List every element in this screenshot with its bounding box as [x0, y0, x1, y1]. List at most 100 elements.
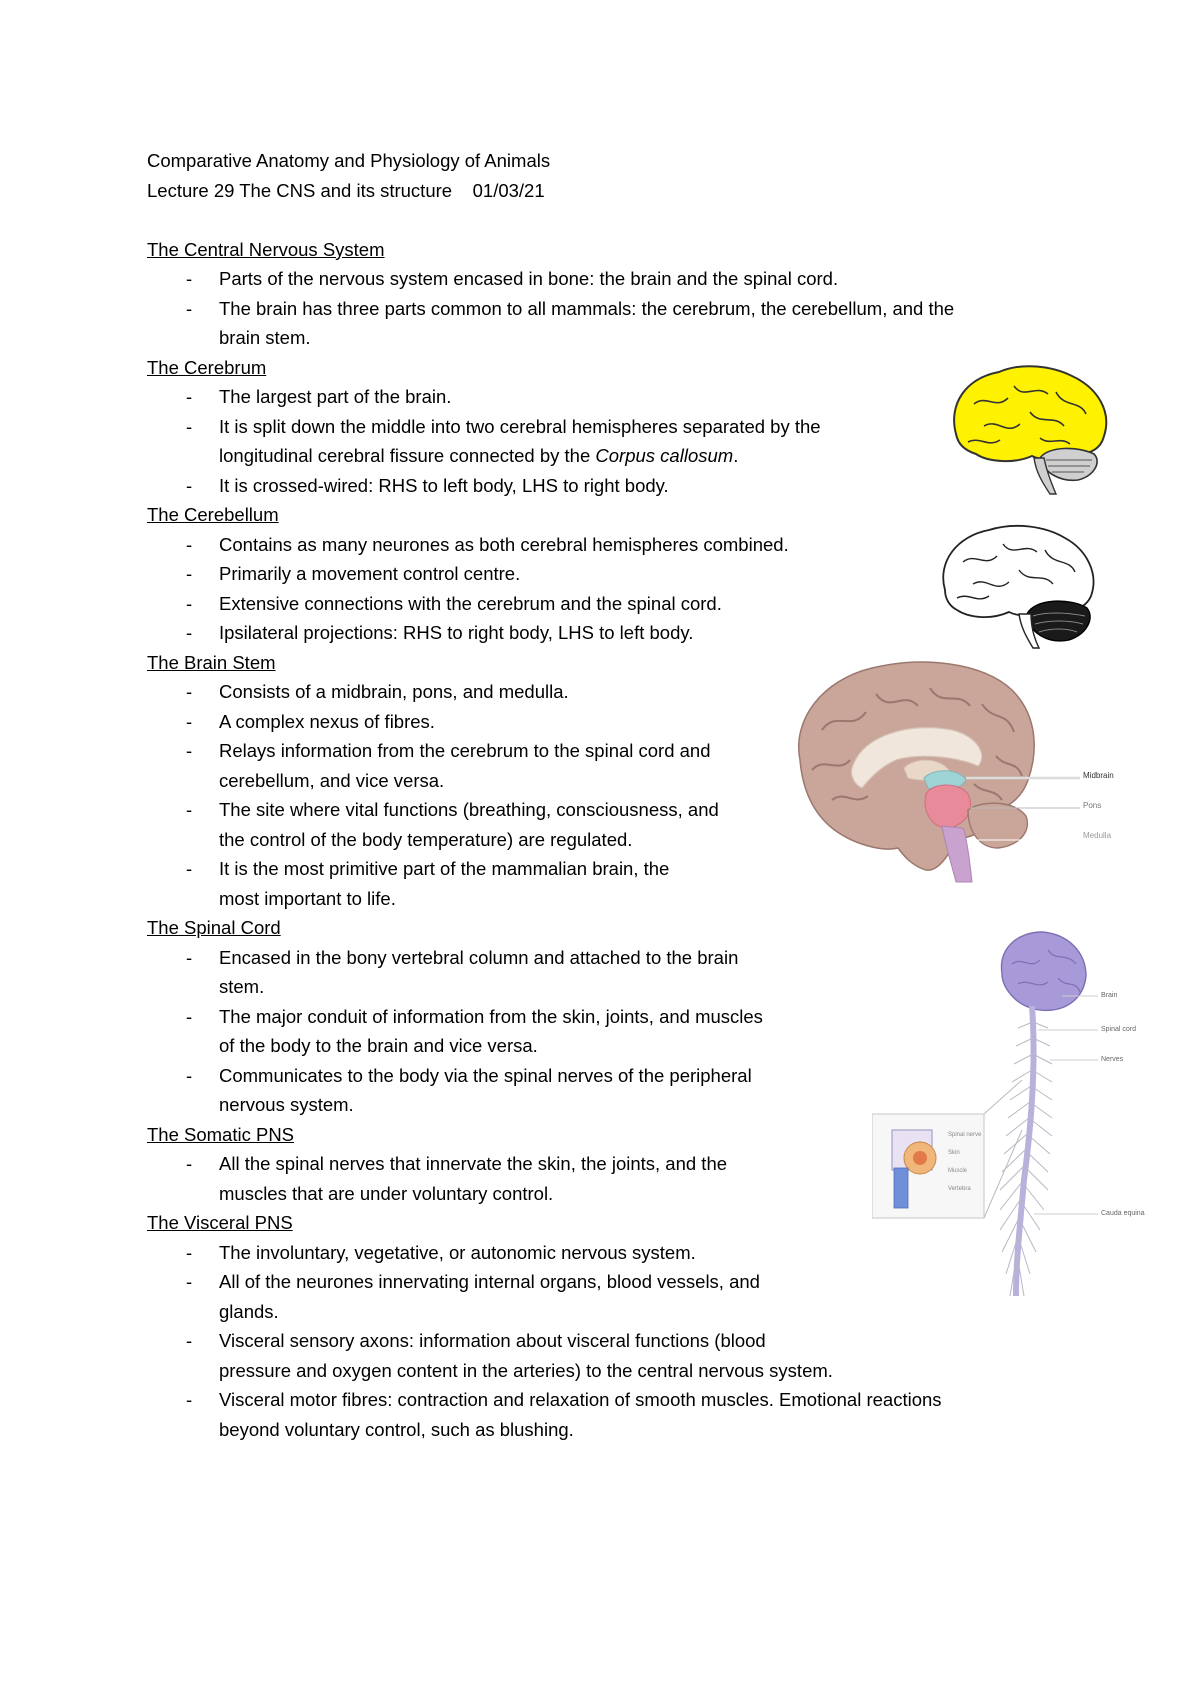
lecture-line: Lecture 29 The CNS and its structure 01/…: [147, 179, 545, 201]
bullet-dash: -: [186, 1271, 193, 1292]
bullet-text-cont-prefix: longitudinal cerebral fissure connected …: [219, 445, 596, 466]
spinal-nerves: [999, 1021, 1053, 1297]
cerebellum-dark-folia: [1032, 612, 1086, 633]
heading-cerebellum: The Cerebellum: [147, 504, 279, 525]
list-item: -Ipsilateral projections: RHS to right b…: [147, 618, 1047, 648]
corpus-callosum-term: Corpus callosum: [595, 445, 734, 466]
bullet-text: It is split down the middle into two cer…: [219, 415, 821, 437]
list-item: - The involuntary, vegetative, or autonom…: [147, 1238, 1047, 1268]
bullet-text-cont: the control of the body temperature) are…: [219, 828, 633, 850]
bullet-dash: -: [186, 1064, 193, 1086]
cerebrum-figure: [953, 365, 1108, 495]
cerebellum-folia: [1046, 459, 1092, 473]
bullet-text: Primarily a movement control centre.: [219, 563, 521, 584]
label-midbrain: Midbrain: [1083, 771, 1114, 780]
bullet-text-cont: nervous system.: [219, 1094, 354, 1115]
bullet-text: Relays information from the cerebrum to …: [219, 740, 711, 761]
cerebrum-gyri: [967, 385, 1087, 445]
bullet-text: Parts of the nervous system encased in b…: [219, 268, 839, 289]
bullet-dash: -: [186, 533, 193, 555]
label-spinal-cord: Spinal cord: [1101, 1026, 1137, 1033]
brainstem-shape: [1033, 457, 1058, 495]
outline-brainstem-shape: [1018, 613, 1041, 649]
bullet-dash: -: [186, 474, 193, 496]
inset-label-4: Vertebra: [948, 1186, 971, 1192]
bullet-dash: -: [186, 297, 193, 319]
section-heading: The Visceral PNS: [147, 1208, 1047, 1238]
bullet-dash: -: [186, 592, 193, 614]
list-item: - The major conduit of information from t…: [147, 1002, 1047, 1061]
list-item: - Communicates to the body via the spinal…: [147, 1061, 1047, 1120]
bullet-text: Consists of a midbrain, pons, and medull…: [219, 681, 569, 702]
bullet-text: Communicates to the body via the spinal …: [219, 1064, 752, 1086]
heading-cerebrum: The Cerebrum: [147, 356, 267, 378]
inset-pointer: [983, 1079, 1023, 1115]
heading-brain-stem: The Brain Stem: [147, 651, 276, 673]
cerebrum-shape: [953, 365, 1108, 462]
bullet-dash: -: [186, 1330, 193, 1351]
list-item: - It is crossed-wired: RHS to left body, …: [147, 471, 1047, 501]
bullet-dash: -: [186, 681, 193, 702]
bullet-dash: -: [186, 1241, 193, 1263]
spinal-cord-figure: [872, 931, 1098, 1297]
list-item: -The site where vital functions (breathi…: [147, 795, 1047, 854]
list-item: - Consists of a midbrain, pons, and medul…: [147, 677, 1047, 707]
inset-label-1: Spinal nerve: [948, 1132, 982, 1138]
heading-visceral-pns: The Visceral PNS: [147, 1212, 293, 1233]
bullet-dash: -: [186, 268, 193, 289]
bullet-text: All the spinal nerves that innervate the…: [219, 1153, 728, 1174]
list-item: - Extensive connections with the cerebrum…: [147, 589, 1047, 619]
bullet-text-cont: longitudinal cerebral fissure connected …: [219, 441, 1047, 471]
bullet-text-cont: pressure and oxygen content in the arter…: [219, 1359, 833, 1381]
course-title: Comparative Anatomy and Physiology of An…: [147, 150, 551, 171]
bullet-text-cont: glands.: [219, 1300, 279, 1322]
bullet-text: Extensive connections with the cerebrum …: [219, 592, 722, 614]
section-heading: The Somatic PNS: [147, 1120, 1047, 1150]
bullet-text: The major conduit of information from th…: [219, 1005, 763, 1027]
bullet-text: The involuntary, vegetative, or autonomi…: [219, 1241, 696, 1263]
bullet-text-cont: brain stem.: [219, 327, 311, 348]
list-item: -Encased in the bony vertebral column an…: [147, 943, 1047, 1002]
bullet-text-cont-suffix: .: [733, 445, 739, 466]
bullet-text: A complex nexus of fibres.: [219, 710, 435, 732]
bullet-dash: -: [186, 1389, 193, 1410]
label-medulla: Medulla: [1083, 831, 1112, 840]
list-item: -It is split down the middle into two ce…: [147, 412, 1047, 471]
list-item: - All the spinal nerves that innervate th…: [147, 1149, 1047, 1208]
document-body: Comparative Anatomy and Physiology of An…: [147, 146, 1047, 1444]
bullet-text-cont: cerebellum, and vice versa.: [219, 769, 445, 791]
list-item: -Contains as many neurones as both cereb…: [147, 530, 1047, 560]
bullet-text: The largest part of the brain.: [219, 386, 452, 407]
section-heading: The Cerebellum: [147, 500, 1047, 530]
inset-gray-matter: [913, 1151, 927, 1165]
bullet-dash: -: [186, 1005, 193, 1027]
heading-cns: The Central Nervous System: [147, 238, 385, 260]
heading-somatic-pns: The Somatic PNS: [147, 1123, 295, 1145]
gyri-lines: [811, 687, 1023, 801]
bullet-text: Encased in the bony vertebral column and…: [219, 946, 739, 968]
cerebellum-sagittal-shape: [967, 802, 1029, 849]
spinal-brain-gyri: [1011, 949, 1081, 993]
brainstem-figure: [798, 661, 1080, 883]
bullet-text: It is crossed-wired: RHS to left body, L…: [219, 474, 669, 496]
bullet-text-cont: muscles that are under voluntary control…: [219, 1182, 554, 1204]
label-brain: Brain: [1101, 992, 1118, 999]
list-item: - A complex nexus of fibres.: [147, 707, 1047, 737]
label-nerves: Nerves: [1101, 1056, 1124, 1063]
corpus-callosum-shape: [850, 727, 983, 789]
bullet-text: Visceral motor fibres: contraction and r…: [219, 1389, 942, 1410]
outline-cerebrum-shape: [942, 524, 1095, 618]
list-item: - Parts of the nervous system encased in …: [147, 264, 1047, 294]
spinal-brain-shape: [1000, 931, 1087, 1012]
bullet-dash: -: [186, 710, 193, 732]
bullet-dash: -: [186, 1153, 193, 1174]
section-heading: The Central Nervous System: [147, 235, 1047, 265]
list-item: -Relays information from the cerebrum to…: [147, 736, 1047, 795]
label-cauda-equina: Cauda equina: [1101, 1210, 1145, 1217]
list-item: -The largest part of the brain.: [147, 382, 1047, 412]
list-item: -It is the most primitive part of the ma…: [147, 854, 1047, 913]
inset-nerve-root: [893, 1167, 909, 1209]
list-item: -Primarily a movement control centre.: [147, 559, 1047, 589]
inset-label-2: Skin: [948, 1150, 960, 1156]
